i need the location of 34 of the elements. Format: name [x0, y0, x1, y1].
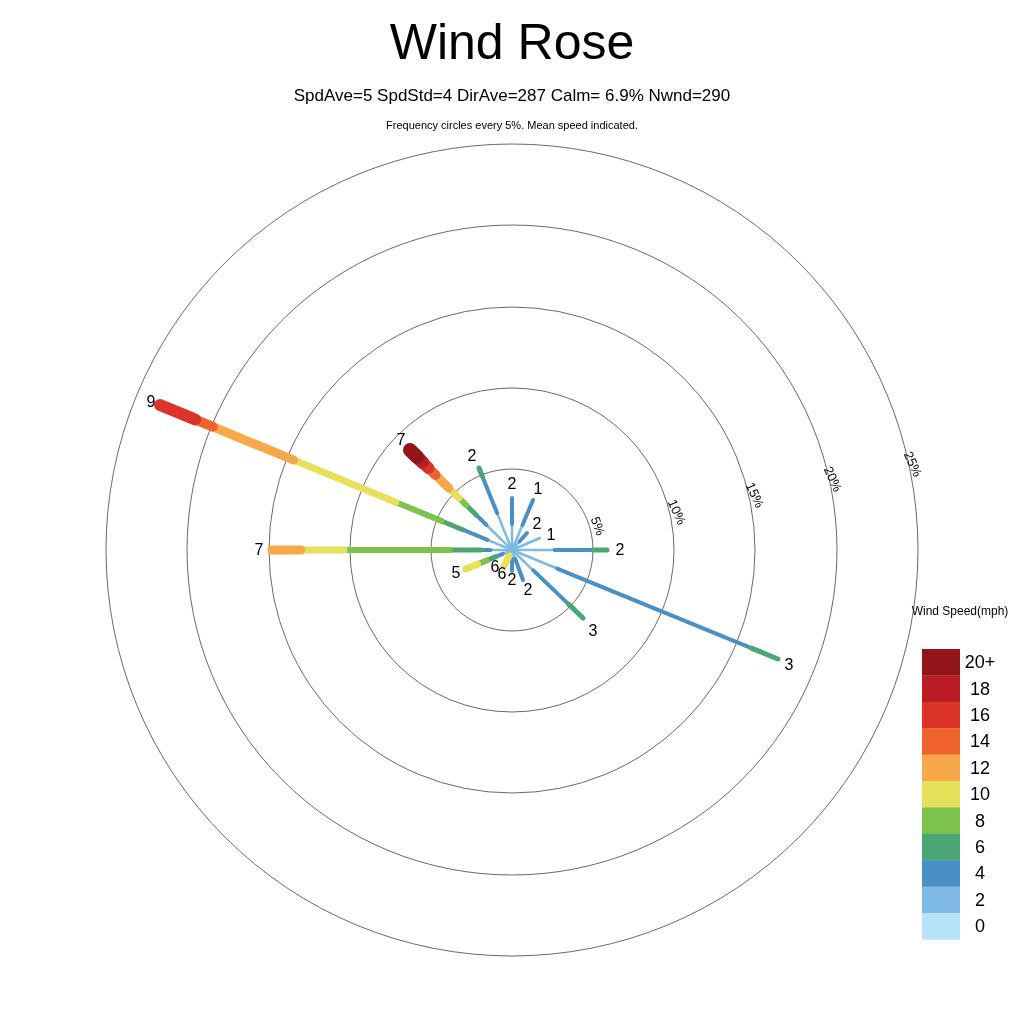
frequency-circle-label: 10% — [665, 497, 689, 527]
legend-label: 2 — [975, 890, 985, 909]
chart-note: Frequency circles every 5%. Mean speed indicated. — [386, 119, 638, 131]
mean-speed-label: 3 — [784, 657, 794, 673]
legend-title: Wind Speed(mph) — [911, 605, 1009, 617]
mean-speed-label: 2 — [532, 516, 542, 532]
mean-speed-label: 7 — [254, 542, 264, 558]
chart-title: Wind Rose — [389, 17, 635, 67]
mean-speed-label: 2 — [523, 582, 533, 598]
legend-label: 16 — [970, 706, 990, 724]
frequency-circle-label: 25% — [901, 449, 925, 479]
mean-speed-label: 7 — [396, 432, 406, 448]
mean-speed-label: 2 — [615, 542, 625, 558]
mean-speed-label: 1 — [546, 527, 556, 543]
frequency-circle-label: 20% — [821, 464, 845, 494]
mean-speed-label: 2 — [507, 572, 517, 588]
summary-statistics: SpdAve=5 SpdStd=4 DirAve=287 Calm= 6.9% Nwnd=290 — [293, 86, 731, 104]
frequency-circle-label: 5% — [588, 514, 608, 538]
legend-label: 12 — [970, 758, 990, 777]
legend-label: 0 — [975, 917, 985, 936]
mean-speed-label: 1 — [533, 481, 543, 497]
legend-label: 20+ — [964, 653, 996, 672]
legend-label: 4 — [975, 864, 985, 883]
mean-speed-label: 5 — [451, 565, 461, 581]
legend-label: 14 — [970, 732, 990, 751]
mean-speed-label: 2 — [507, 476, 517, 492]
legend-label: 8 — [975, 811, 985, 830]
legend-label: 18 — [970, 679, 990, 698]
frequency-circle-label: 15% — [743, 480, 767, 510]
mean-speed-label: 2 — [467, 448, 477, 464]
legend-label: 10 — [970, 785, 990, 804]
legend-label: 6 — [975, 838, 985, 856]
mean-speed-label: 9 — [146, 394, 156, 410]
mean-speed-label: 3 — [588, 623, 598, 639]
